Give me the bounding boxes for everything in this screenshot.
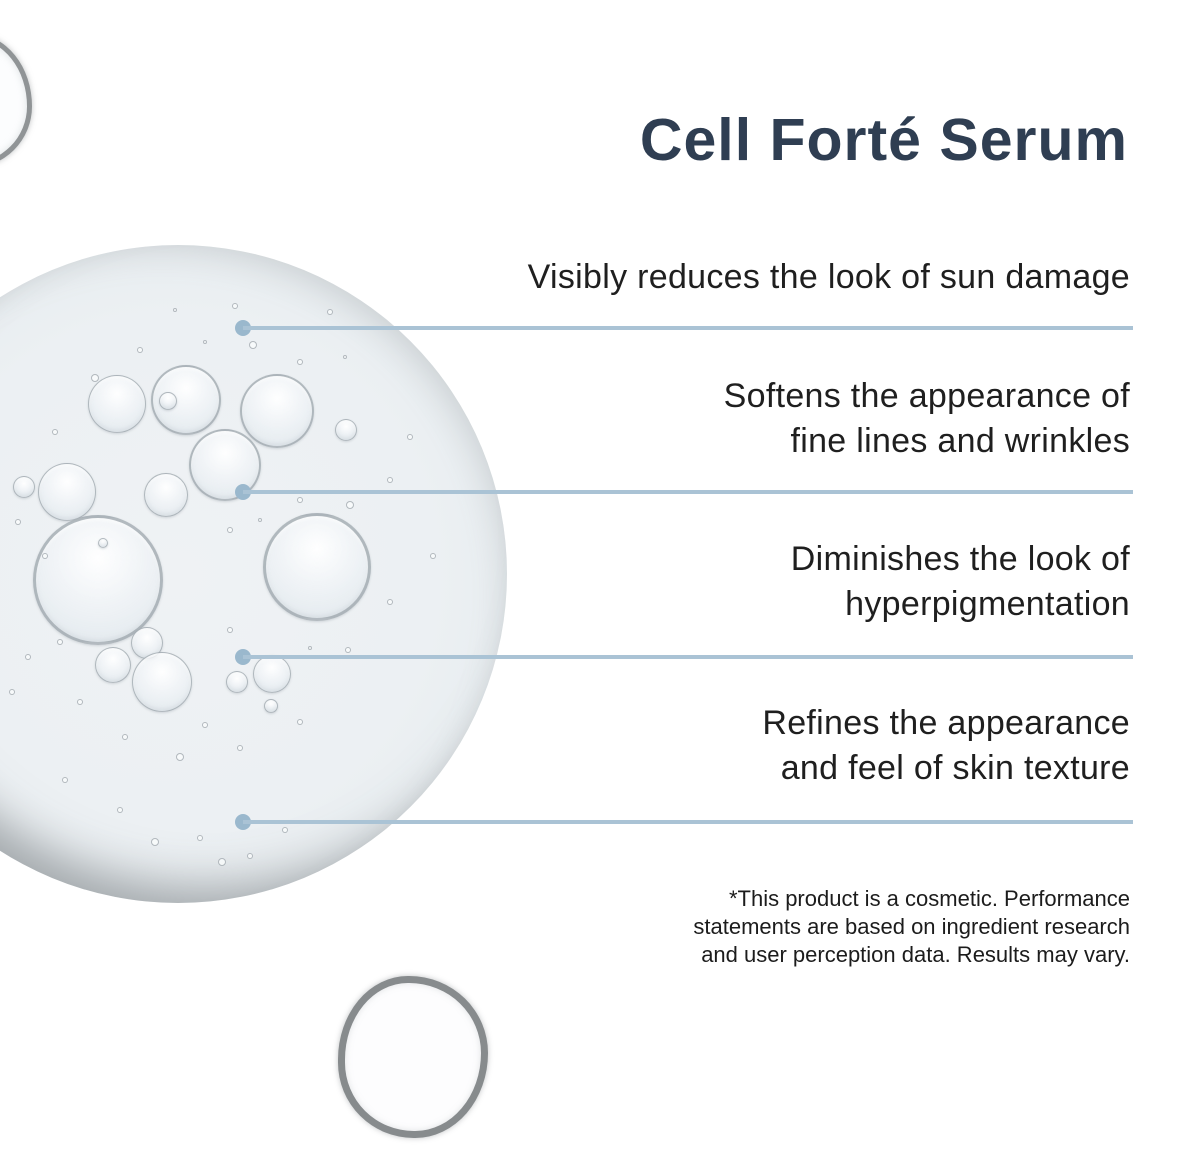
speck xyxy=(297,719,303,725)
speck xyxy=(57,639,63,645)
speck xyxy=(345,647,351,653)
speck xyxy=(15,519,21,525)
benefit-line: hyperpigmentation xyxy=(845,585,1130,623)
speck xyxy=(227,627,233,633)
speck xyxy=(282,827,288,833)
leader-4 xyxy=(235,814,1133,830)
speck xyxy=(249,341,257,349)
disclaimer-line: and user perception data. Results may va… xyxy=(701,942,1130,967)
benefit-line: Diminishes the look of xyxy=(790,540,1130,578)
speck xyxy=(117,807,123,813)
benefit-hyperpigmentation: Diminishes the look of hyperpigmentation xyxy=(791,537,1130,627)
speck xyxy=(218,858,226,866)
speck xyxy=(197,835,203,841)
leader-2 xyxy=(235,484,1133,500)
bubble xyxy=(132,652,192,712)
leader-line xyxy=(243,820,1133,824)
benefit-line: Refines the appearance xyxy=(762,704,1130,742)
bubble xyxy=(13,476,35,498)
speck xyxy=(62,777,68,783)
droplet-top-left xyxy=(0,34,32,168)
speck xyxy=(387,477,393,483)
bubble xyxy=(98,538,108,548)
benefit-skin-texture: Refines the appearance and feel of skin … xyxy=(762,701,1130,791)
speck xyxy=(308,646,312,650)
benefit-line: Visibly reduces the look of sun damage xyxy=(527,258,1130,296)
speck xyxy=(258,518,262,522)
bubble xyxy=(335,419,357,441)
speck xyxy=(176,753,184,761)
leader-3 xyxy=(235,649,1133,665)
speck xyxy=(227,527,233,533)
speck xyxy=(237,745,243,751)
speck xyxy=(9,689,15,695)
bubble xyxy=(240,374,314,448)
speck xyxy=(202,722,208,728)
speck xyxy=(387,599,393,605)
bubble xyxy=(264,699,278,713)
disclaimer-line: *This product is a cosmetic. Performance xyxy=(728,886,1130,911)
speck xyxy=(173,308,177,312)
benefit-fine-lines: Softens the appearance of fine lines and… xyxy=(724,374,1130,464)
speck xyxy=(346,501,354,509)
speck xyxy=(247,853,253,859)
bubble xyxy=(253,655,291,693)
bubble xyxy=(144,473,188,517)
speck xyxy=(297,359,303,365)
bubble xyxy=(159,392,177,410)
speck xyxy=(297,497,303,503)
speck xyxy=(137,347,143,353)
bubble xyxy=(95,647,131,683)
disclaimer-line: statements are based on ingredient resea… xyxy=(693,914,1130,939)
bubble xyxy=(226,671,248,693)
bubble xyxy=(33,515,163,645)
speck xyxy=(151,838,159,846)
bubble xyxy=(88,375,146,433)
leader-line xyxy=(243,326,1133,330)
bubble xyxy=(263,513,371,621)
benefit-sun-damage: Visibly reduces the look of sun damage xyxy=(528,255,1130,300)
leader-line xyxy=(243,490,1133,494)
product-title: Cell Forté Serum xyxy=(639,107,1128,173)
speck xyxy=(52,429,58,435)
benefit-line: fine lines and wrinkles xyxy=(790,422,1130,460)
speck xyxy=(343,355,347,359)
speck xyxy=(122,734,128,740)
speck xyxy=(430,553,436,559)
disclaimer-text: *This product is a cosmetic. Performance… xyxy=(693,885,1130,969)
speck xyxy=(407,434,413,440)
speck xyxy=(91,374,99,382)
speck xyxy=(77,699,83,705)
benefit-line: and feel of skin texture xyxy=(780,749,1130,787)
speck xyxy=(25,654,31,660)
droplet-bottom xyxy=(338,976,488,1138)
bubble xyxy=(38,463,96,521)
leader-line xyxy=(243,655,1133,659)
leader-1 xyxy=(235,320,1133,336)
speck xyxy=(327,309,333,315)
speck xyxy=(42,553,48,559)
benefit-line: Softens the appearance of xyxy=(723,377,1130,415)
speck xyxy=(232,303,238,309)
speck xyxy=(203,340,207,344)
